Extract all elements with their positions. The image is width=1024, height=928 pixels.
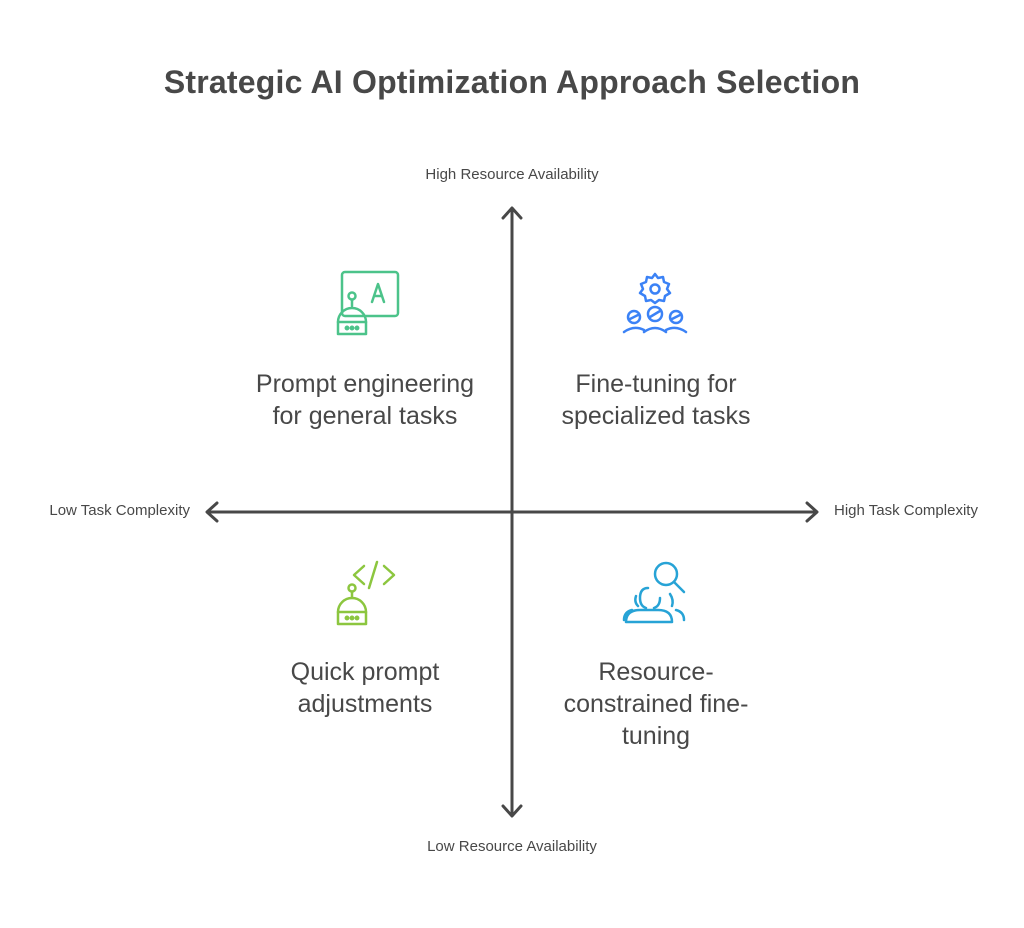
- x-axis-left-label: Low Task Complexity: [49, 502, 190, 519]
- robot-with-code-icon: [336, 560, 396, 626]
- arrow-left-icon: [205, 501, 219, 523]
- y-axis-top-label: High Resource Availability: [425, 166, 599, 183]
- quadrant-bottom-right-text: Resource-constrained fine-tuning: [563, 658, 749, 750]
- gear-with-team-icon: [622, 272, 688, 334]
- y-axis-bottom-label: Low Resource Availability: [427, 838, 597, 855]
- page-title: Strategic AI Optimization Approach Selec…: [163, 64, 861, 100]
- quadrant-top-left-text: Prompt engineering for general tasks: [255, 370, 475, 430]
- arrow-up-icon: [501, 206, 523, 220]
- quadrant-top-right-text: Fine-tuning for specialized tasks: [561, 370, 751, 430]
- people-search-icon: [622, 561, 686, 624]
- x-axis-right-label: High Task Complexity: [834, 502, 978, 519]
- robot-with-chat-icon: [336, 270, 400, 336]
- arrow-right-icon: [805, 501, 819, 523]
- quadrant-bottom-left-text: Quick prompt adjustments: [290, 658, 440, 718]
- arrow-down-icon: [501, 804, 523, 818]
